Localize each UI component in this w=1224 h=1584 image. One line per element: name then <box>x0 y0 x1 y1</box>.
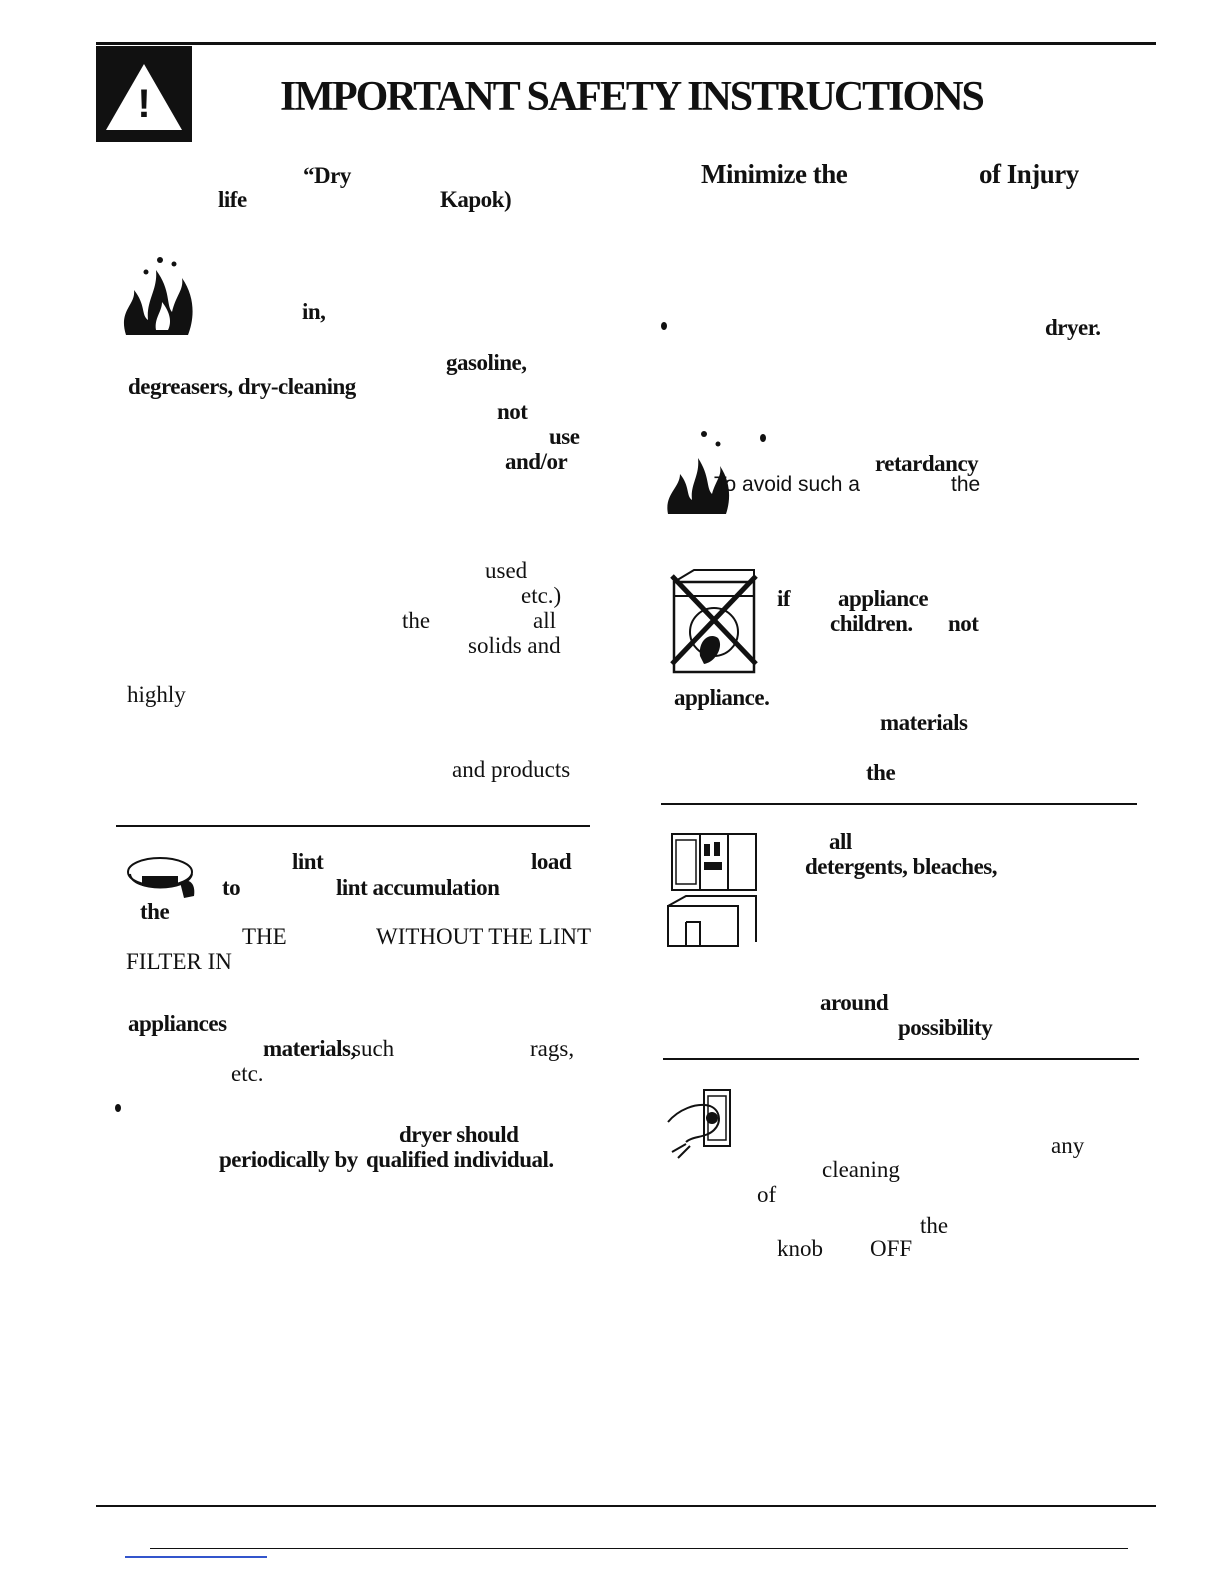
left-section-divider <box>116 825 590 827</box>
right-text-2: retardancy <box>875 451 979 476</box>
left-text-12: the <box>402 608 431 633</box>
lint-text-7: WITHOUT THE LINT <box>376 924 592 949</box>
right-heading-part1: Minimize the <box>701 159 848 189</box>
warning-exclamation: ! <box>137 82 151 126</box>
header-top-rule <box>96 42 1156 45</box>
left-text-4: in, <box>302 299 326 324</box>
lint-text-8: FILTER IN <box>126 949 232 974</box>
left-text-6: degreasers, dry-cleaning <box>128 374 356 399</box>
left-text-3: Kapok) <box>440 187 512 212</box>
left-text-15: highly <box>127 682 186 707</box>
left-text-5: gasoline, <box>446 350 527 375</box>
lint-text-13: etc. <box>231 1061 264 1086</box>
left-text-7: not <box>497 399 528 424</box>
lint-filter-icon <box>127 857 195 898</box>
lint-text-15: periodically by <box>219 1147 358 1172</box>
page-title: IMPORTANT SAFETY INSTRUCTIONS <box>280 74 985 120</box>
footer-rule-2 <box>150 1548 1128 1549</box>
lint-text-2: load <box>531 849 572 874</box>
fire-icon <box>123 257 193 335</box>
left-text-14: solids and <box>468 633 561 658</box>
lint-text-11: such <box>352 1036 395 1061</box>
right-text-3: To avoid such a <box>714 473 860 496</box>
warning-box: ! <box>96 46 192 142</box>
right-text-7: children. <box>830 611 913 636</box>
right-text-11: the <box>866 760 896 785</box>
footer-rule-1 <box>96 1505 1156 1507</box>
fire-icon-small <box>667 431 730 514</box>
lint-text-9: appliances <box>128 1011 227 1036</box>
unplug-text-6: OFF <box>870 1236 913 1261</box>
right-bullet-1 <box>661 322 667 330</box>
right-text-10: materials <box>880 710 968 735</box>
right-text-8: not <box>948 611 979 636</box>
right-heading-part2: of Injury <box>979 159 1079 189</box>
storage-text-1: all <box>829 829 852 854</box>
warning-triangle-icon <box>106 64 182 130</box>
storage-text-2: detergents, bleaches, <box>805 854 998 879</box>
unplug-text-4: the <box>920 1213 949 1238</box>
lint-text-12: rags, <box>530 1036 575 1061</box>
lint-text-3: to <box>222 875 241 900</box>
lint-bullet <box>115 1104 121 1112</box>
unplug-text-1: any <box>1051 1133 1085 1158</box>
lint-text-10: materials, <box>263 1036 356 1061</box>
left-text-2: life <box>218 187 247 212</box>
right-section-divider-1 <box>661 803 1137 805</box>
dryer-no-children-icon <box>670 569 758 674</box>
right-text-6: appliance <box>838 586 929 611</box>
storage-text-3: around <box>820 990 889 1015</box>
left-text-13: all <box>533 608 556 633</box>
right-text-4: the <box>951 473 981 496</box>
unplug-text-2: cleaning <box>822 1157 900 1182</box>
left-text-8: use <box>549 424 580 449</box>
lint-text-14: dryer should <box>399 1122 519 1147</box>
lint-text-4: lint accumulation <box>336 875 500 900</box>
storage-text-4: possibility <box>898 1015 993 1040</box>
right-section-divider-2 <box>663 1058 1139 1060</box>
right-text-9: appliance. <box>674 685 770 710</box>
lint-text-5: the <box>140 899 170 924</box>
right-text-1: dryer. <box>1045 315 1101 340</box>
footer-link-underline <box>125 1556 267 1558</box>
left-text-11: etc.) <box>521 583 562 608</box>
unplug-outlet-icon <box>667 1089 731 1159</box>
right-bullet-2 <box>760 434 766 442</box>
laundry-cabinet-icon <box>667 833 757 947</box>
unplug-text-5: knob <box>777 1236 823 1261</box>
lint-text-6: THE <box>242 924 287 949</box>
right-text-5: if <box>777 586 791 611</box>
left-text-16: and products <box>452 757 571 782</box>
left-text-1: “Dry <box>303 163 351 188</box>
lint-text-16: qualified individual. <box>366 1147 554 1172</box>
left-text-10: used <box>485 558 528 583</box>
unplug-text-3: of <box>757 1182 777 1207</box>
lint-text-1: lint <box>292 849 324 874</box>
left-text-9: and/or <box>505 449 568 474</box>
